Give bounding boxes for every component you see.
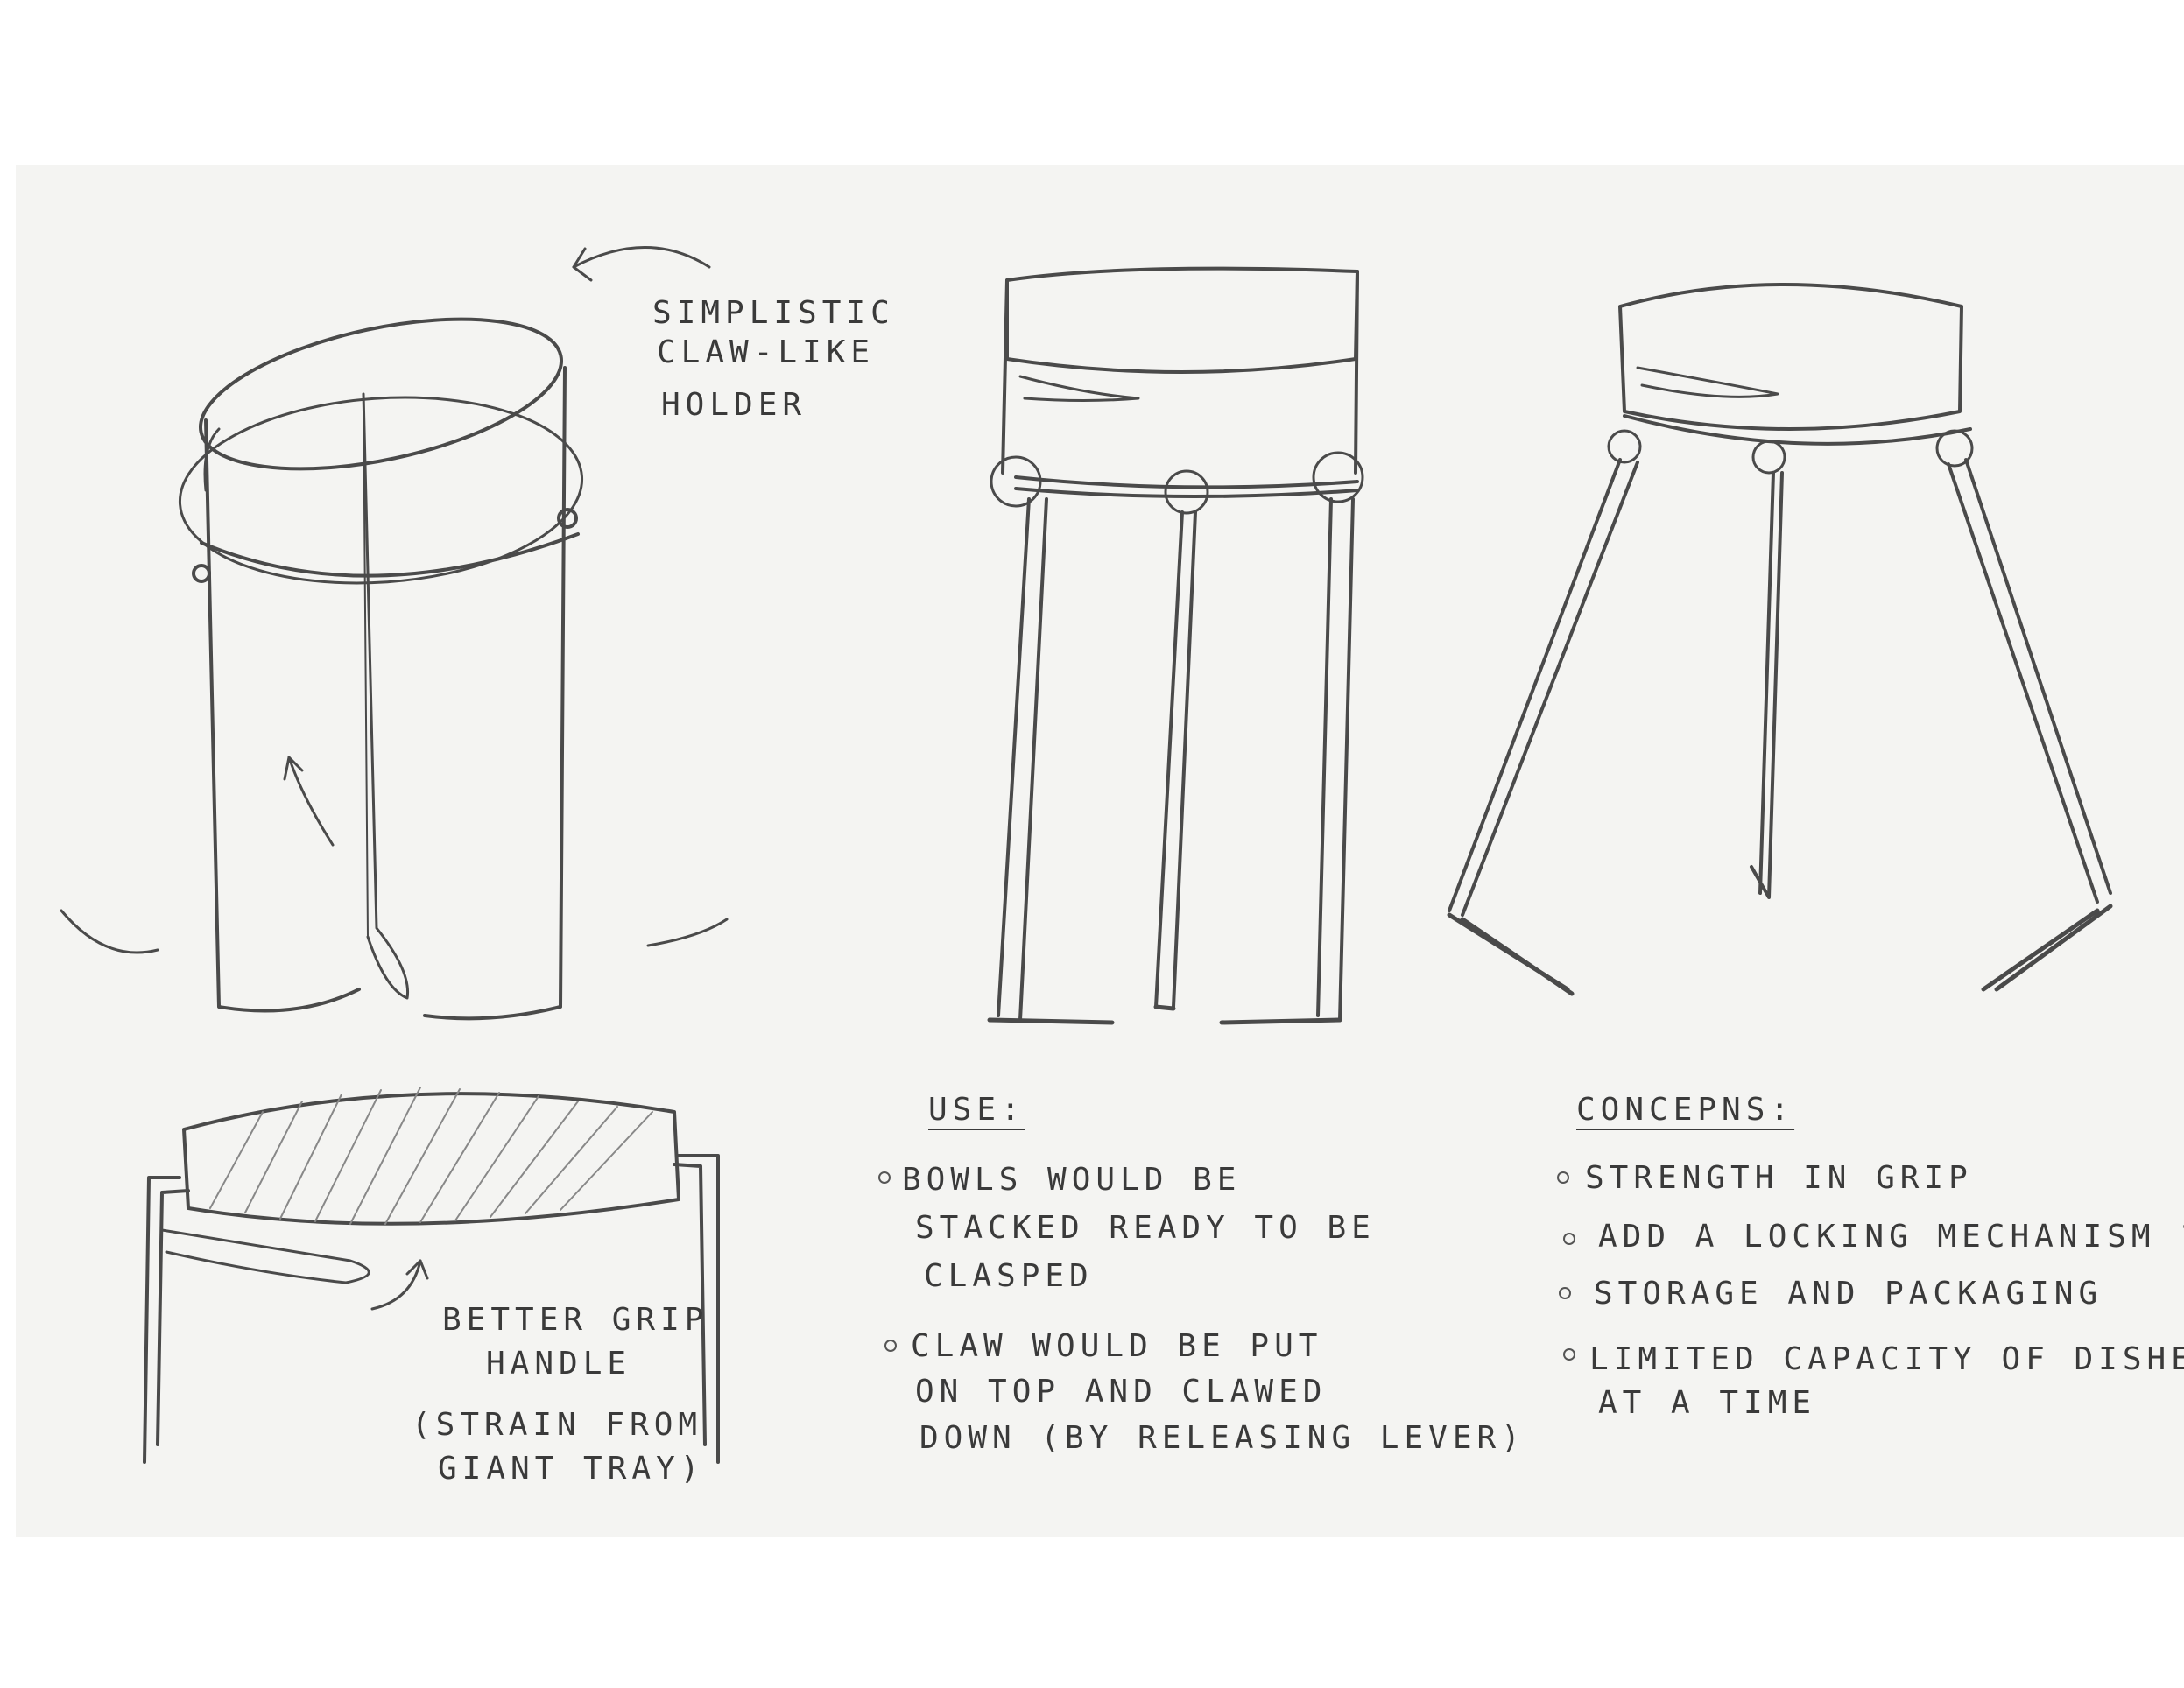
bullet-icon: [884, 1340, 897, 1352]
use-item-line: DOWN (BY RELEASING LEVER): [919, 1423, 1525, 1454]
use-item-line: BOWLS WOULD BE: [902, 1164, 1241, 1196]
bullet-icon: [878, 1171, 891, 1184]
bullet-icon: [1557, 1171, 1569, 1184]
use-heading: USE:: [928, 1094, 1025, 1126]
use-item-line: CLASPED: [924, 1261, 1094, 1292]
annotation-line: HANDLE: [486, 1348, 631, 1380]
use-item-line: CLAW WOULD BE PUT: [911, 1331, 1322, 1362]
annotation-line: CLAW-LIKE: [657, 337, 875, 369]
use-item-line: STACKED READY TO BE: [915, 1213, 1376, 1244]
use-item-line: ON TOP AND CLAWED: [915, 1376, 1327, 1408]
annotation-line: GIANT TRAY): [438, 1453, 704, 1485]
annotation-line: BETTER GRIP: [442, 1305, 708, 1336]
concerns-item-line: STRENGTH IN GRIP: [1585, 1163, 1973, 1194]
concerns-item-line: ADD A LOCKING MECHANISM ?: [1598, 1221, 2184, 1253]
bullet-icon: [1563, 1233, 1575, 1245]
annotation-line: (STRAIN FROM: [412, 1410, 702, 1441]
sketch-claw-holder-perspective: [61, 248, 727, 1019]
concerns-heading: CONCEPNS:: [1576, 1094, 1794, 1126]
concerns-item-line: AT A TIME: [1598, 1388, 1816, 1419]
sketch-open-claw: [1449, 285, 2110, 994]
concerns-item-line: STORAGE AND PACKAGING: [1594, 1278, 2103, 1310]
bullet-icon: [1559, 1287, 1571, 1299]
sketch-front-view-closed: [990, 269, 1363, 1023]
sketch-grip-handle: [144, 1087, 718, 1462]
concerns-item-line: LIMITED CAPACITY OF DISHES: [1589, 1344, 2184, 1375]
bullet-icon: [1563, 1348, 1575, 1361]
annotation-line: HOLDER: [661, 390, 807, 421]
annotation-line: SIMPLISTIC: [652, 298, 895, 329]
